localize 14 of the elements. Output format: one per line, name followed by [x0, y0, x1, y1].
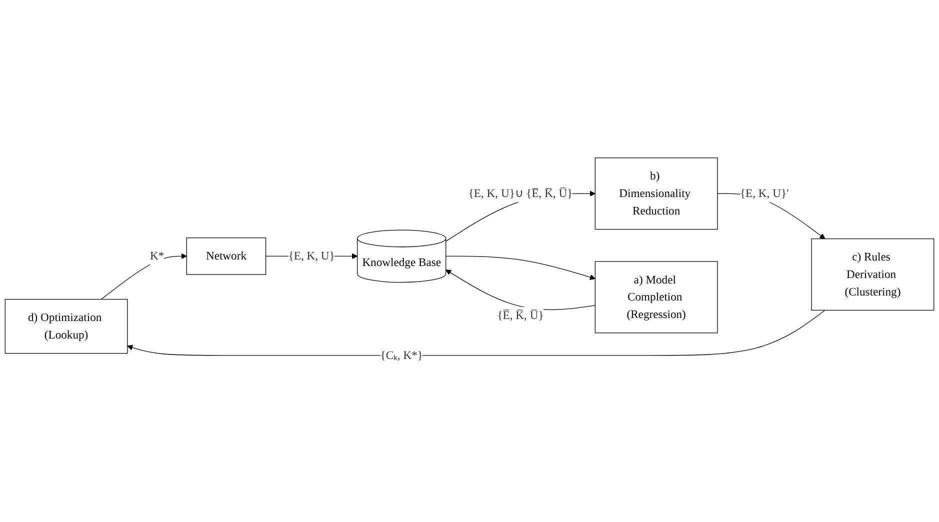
node-box: a) Model Completion (Regression)	[594, 261, 718, 334]
edge-label: {Cₖ, K*}	[380, 348, 423, 362]
node-box: b) Dimensionality Reduction	[594, 158, 718, 230]
node-box: Network	[186, 238, 266, 275]
edge-label: K*	[150, 249, 164, 262]
node-box: c) Rules Derivation (Clustering)	[811, 238, 934, 311]
arrow	[100, 253, 187, 300]
edge-label: {E, K, U}	[288, 249, 335, 262]
arrow	[446, 256, 596, 280]
node-box: d) Optimization (Lookup)	[4, 298, 128, 354]
edge-label: {E, K, U}′	[740, 186, 790, 200]
edge-label: {E, K, U}∪ {E̅, K̅, U̅}	[468, 186, 573, 200]
edge-label: {E̅, K̅, U̅}	[497, 308, 544, 322]
arrow	[127, 310, 826, 356]
